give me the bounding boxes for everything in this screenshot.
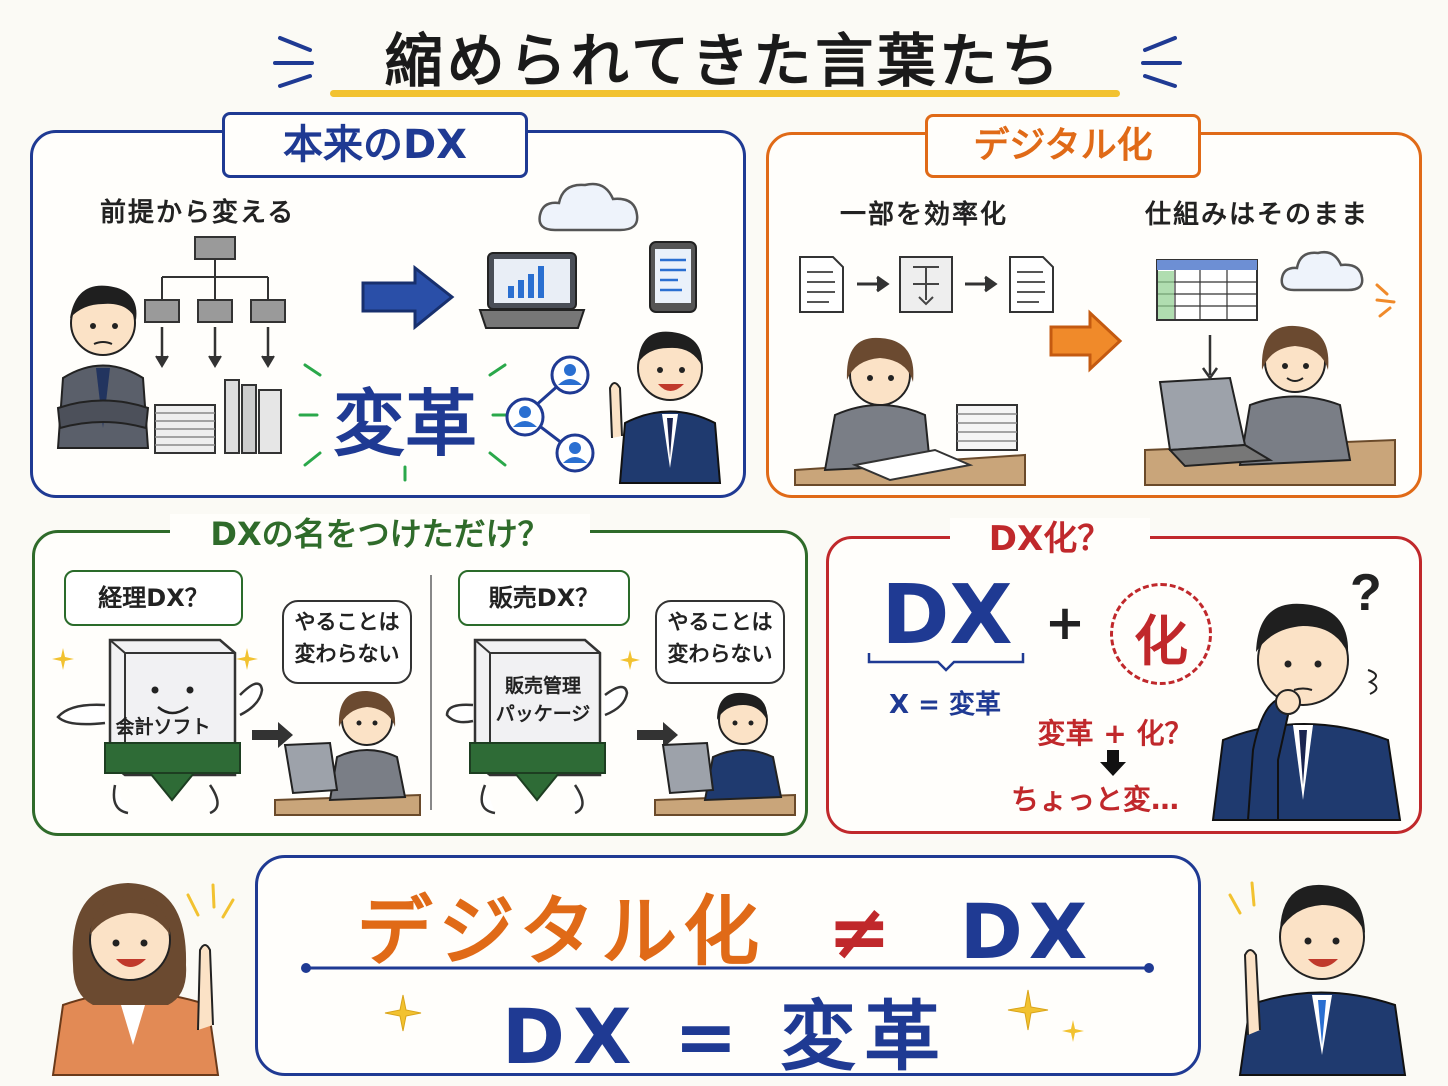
document-stack-icon: [154, 379, 282, 454]
conclusion-divider: [301, 963, 1154, 973]
x-equals-text: X = 変革: [889, 690, 1001, 720]
true-dx-caption: 前提から変える: [100, 198, 296, 228]
page-title: 縮められてきた言葉たち: [384, 27, 1064, 95]
spark-orange-icon: [1375, 283, 1396, 318]
name-only-divider: [430, 575, 432, 810]
henkaku-burst-icon: [298, 363, 512, 482]
arrow-right-icon: [637, 722, 678, 748]
digitization-caption-left: 一部を効率化: [840, 200, 1009, 230]
sales-package-box-icon: [445, 638, 629, 815]
right-bubble-line-2: 変わらない: [667, 642, 773, 666]
conclusion-line-2: DX = 変革: [501, 992, 949, 1081]
laptop-icon: [478, 252, 586, 329]
true-dx-label: 本来のDX: [222, 112, 528, 178]
accounting-software-label: 会計ソフト: [115, 716, 211, 738]
digitization-arrow-icon: [1049, 309, 1123, 373]
title-underline: [330, 90, 1120, 97]
accounting-software-box-icon: [56, 638, 264, 815]
sparkle-icon: [620, 650, 640, 670]
down-arrow-icon: [1100, 750, 1126, 776]
right-bubble-line-1: やることは: [667, 610, 773, 634]
dx-bracket-icon: [867, 653, 1025, 672]
tablet-icon: [649, 241, 697, 313]
ka-text: 化: [1134, 610, 1188, 673]
ka-circle: [1110, 583, 1212, 685]
odd-text: ちょっと変…: [1010, 783, 1179, 816]
title-right-accent-icon: [1141, 36, 1182, 88]
woman-pointing-icon: [51, 883, 235, 1076]
man-pointing-icon: [1228, 881, 1407, 1076]
conclusion-digitization: デジタル化: [356, 887, 766, 976]
henkaku-plus-ka-text: 変革 + 化？: [1037, 717, 1193, 750]
sales-package-line-2: パッケージ: [495, 703, 591, 725]
conclusion-dx: DX: [959, 887, 1094, 976]
svg-text:?: ?: [1350, 564, 1382, 622]
businessman-crossed-arms-icon: [56, 285, 150, 449]
transform-arrow-icon: [361, 264, 455, 331]
plus-sign: +: [1044, 595, 1086, 651]
woman-writing-icon: [794, 337, 1026, 486]
digitization-caption-right: 仕組みはそのまま: [1145, 200, 1370, 230]
sparkle-icon: [1062, 1020, 1084, 1042]
arrow-right-icon: [252, 722, 293, 748]
woman-at-laptop-icon: [274, 690, 421, 816]
name-only-label: DXの名をつけただけ？: [170, 514, 590, 554]
henkaku-big-text: 変革: [332, 382, 477, 466]
document-flow-icon: [799, 256, 1054, 313]
title-left-accent-icon: [273, 36, 314, 88]
question-icon: ?: [1350, 564, 1382, 622]
left-bubble-line-2: 変わらない: [294, 642, 400, 666]
left-bubble-line-1: やることは: [294, 610, 400, 634]
woman-laptop-icon: [1144, 325, 1396, 486]
network-people-icon: [505, 355, 595, 473]
sales-dx-tag: 販売DX？: [458, 570, 630, 626]
sales-package-line-1: 販売管理: [504, 675, 581, 697]
businessman-pointing-icon: [608, 331, 722, 484]
businessman-thinking-icon: [1211, 603, 1402, 821]
digitization-label: デジタル化: [925, 114, 1201, 178]
spreadsheet-window-icon: [1156, 259, 1258, 321]
conclusion-neq: ≠: [827, 887, 898, 976]
conclusion-line-1: デジタル化 ≠ DX: [255, 870, 1195, 980]
org-chart-icon: [144, 236, 286, 368]
cloud-small-icon: [1280, 251, 1364, 292]
left-speech-bubble: やることは 変わらない: [282, 600, 412, 684]
accounting-dx-tag: 経理DX？: [64, 570, 243, 626]
man-at-laptop-icon: [654, 692, 796, 816]
conclusion-panel: [255, 855, 1201, 1076]
cloud-icon: [538, 182, 639, 232]
sparkle-icon: [1007, 989, 1049, 1031]
dx-ka-label: DX化？: [950, 518, 1150, 560]
dx-big-text: DX: [881, 568, 1013, 663]
sparkle-icon: [236, 648, 258, 670]
right-speech-bubble: やることは 変わらない: [655, 600, 785, 684]
sparkle-icon: [52, 648, 74, 670]
sales-package-label: 販売管理 パッケージ: [488, 672, 598, 728]
sparkle-icon: [384, 994, 422, 1032]
